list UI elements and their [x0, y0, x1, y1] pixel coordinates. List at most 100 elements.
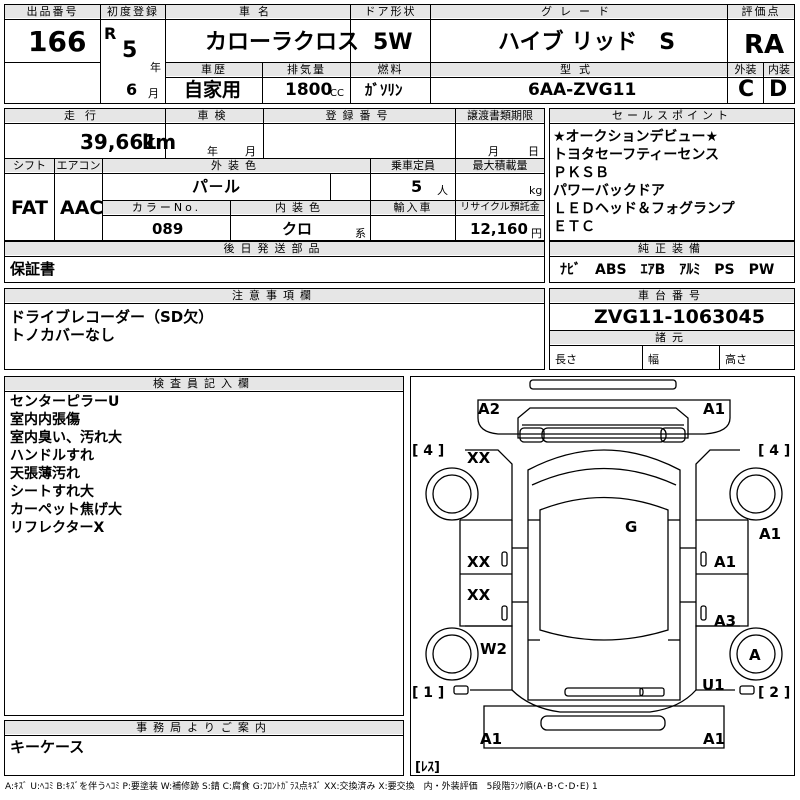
displacement-label: 排気量: [263, 63, 350, 76]
damage-mark: A1: [703, 400, 725, 418]
top-block: [4, 4, 795, 104]
import-label: 輸入車: [371, 201, 455, 214]
sales-points-box: [549, 108, 795, 241]
car-diagram-box: [410, 376, 795, 776]
history: 自家用: [184, 79, 242, 101]
recycle-unit: 円: [531, 227, 542, 240]
damage-mark: A1: [759, 525, 781, 543]
score-label: 評価点: [728, 5, 794, 18]
lot-label: 出品番号: [5, 5, 100, 18]
damage-mark: U1: [702, 676, 725, 694]
office-label: 事務局よりご案内: [5, 721, 403, 734]
history-label: 車歴: [166, 63, 262, 76]
cc-unit: CC: [330, 88, 344, 99]
damage-mark: A1: [480, 730, 502, 748]
damage-mark: A1: [703, 730, 725, 748]
recycle-label: リサイクル預託金: [456, 201, 544, 214]
door-label: ドア形状: [351, 5, 430, 18]
spec-length-label: 長さ: [555, 353, 577, 366]
damage-mark: W2: [480, 640, 507, 658]
score-value: RA: [744, 30, 785, 60]
color-no: 089: [152, 220, 184, 238]
inspector-list: センターピラーU 室内内張傷 室内臭い、汚れ大 ハンドルすれ 天張薄汚れ シート…: [10, 393, 122, 537]
transfer-label: 譲渡書類期限: [456, 109, 544, 122]
reg-month: 6: [126, 80, 138, 99]
legend: A:ｷｽﾞ U:ﾍｺﾐ B:ｷｽﾞを伴うﾍｺﾐ P:要塗装 W:補修跡 S:錆 …: [5, 782, 598, 792]
genuine-equipment-label: 純正装備: [550, 242, 794, 255]
later-parts: 保証書: [10, 260, 56, 278]
genuine-equipment: ﾅﾋﾞ ABS ｴｱB ｱﾙﾐ PS PW: [560, 262, 775, 278]
transfer-day-unit: 日: [528, 145, 539, 158]
first-reg-label: 初度登録: [101, 5, 165, 18]
tire-mark: [ 4 ]: [758, 443, 790, 459]
sales-points-label: セールスポイント: [550, 109, 794, 122]
chassis-label: 車台番号: [550, 289, 794, 302]
sales-point: ＰＫＳＢ: [553, 165, 609, 181]
inspector-item: ハンドルすれ: [10, 448, 94, 464]
max-load-unit: kg: [529, 184, 543, 197]
capacity: 5: [411, 177, 423, 196]
inspection-year-unit: 年: [207, 145, 218, 158]
inspector-item: リフレクターX: [10, 520, 105, 536]
inspector-label: 検査員記入欄: [5, 377, 403, 390]
model-code: 6AA-ZVG11: [528, 80, 637, 100]
mileage-unit: km: [142, 130, 177, 154]
color-no-label: カラーNo.: [103, 201, 230, 214]
damage-mark: A3: [714, 612, 736, 630]
interior-grade: D: [769, 77, 788, 102]
chassis-number: ZVG11-1063045: [594, 306, 765, 328]
vehicle-info-block: [4, 108, 545, 241]
era: R: [104, 24, 117, 43]
aircon-value: AAC: [60, 197, 104, 219]
int-color-label: 内装色: [231, 201, 370, 214]
grade: ハイブ リッド S: [498, 30, 676, 55]
tire-mark: [ 1 ]: [412, 685, 444, 701]
note-item: トノカバーなし: [10, 326, 116, 344]
month-unit: 月: [148, 87, 159, 100]
inspection-month-unit: 月: [245, 145, 256, 158]
fuel-label: 燃料: [351, 63, 430, 76]
damage-mark: XX: [467, 449, 491, 467]
tire-mark: [ 2 ]: [758, 685, 790, 701]
fuel: ｶﾞｿﾘﾝ: [365, 81, 403, 99]
exterior-label: 外装: [728, 63, 763, 76]
sales-point: トヨタセーフティーセンス: [553, 147, 720, 163]
mileage: 39,661: [80, 130, 158, 154]
model-label: 型式: [431, 63, 727, 76]
specs-label: 諸元: [550, 331, 794, 344]
inspector-item: 室内内張傷: [10, 412, 80, 428]
inspector-box: [4, 376, 404, 716]
inspector-item: 天張薄汚れ: [10, 466, 80, 482]
capacity-unit: 人: [437, 184, 448, 197]
lot-number: 166: [28, 25, 87, 58]
damage-mark: A2: [478, 400, 500, 418]
damage-mark: A1: [714, 553, 736, 571]
mileage-label: 走行: [5, 109, 165, 122]
door-type: 5W: [373, 30, 413, 55]
ext-color: パ－ル: [192, 177, 241, 196]
inspector-item: センターピラーU: [10, 394, 120, 410]
int-color-unit: 系: [355, 227, 366, 240]
shift-label: シフト: [5, 159, 54, 172]
car-diagram: A2 A1 XX A1 G XX A1 XX A3 W2 A U1 A1 A1 …: [412, 379, 790, 775]
grade-label: グレード: [431, 5, 727, 18]
reg-year: 5: [122, 38, 138, 63]
car-name: カローラクロス: [205, 30, 360, 55]
recycle-fee: 12,160: [470, 220, 528, 238]
int-color: クロ: [282, 220, 313, 238]
sales-point: ＬＥＤヘッド＆フォグランプ: [553, 201, 735, 217]
spec-height-label: 高さ: [725, 353, 747, 366]
reg-number-label: 登録番号: [264, 109, 455, 122]
damage-mark: G: [625, 518, 637, 536]
tire-mark: [ 4 ]: [412, 443, 444, 459]
damage-mark: XX: [467, 553, 491, 571]
office-note: キーケース: [10, 738, 85, 756]
later-parts-label: 後日発送部品: [5, 242, 544, 255]
inspection-label: 車検: [166, 109, 263, 122]
tire-mark: [ﾚｽ]: [415, 760, 440, 775]
displacement: 1800: [285, 80, 333, 100]
note-item: ドライブレコーダー（SD欠）: [10, 308, 214, 326]
ext-color-label: 外装色: [103, 159, 370, 172]
damage-mark: XX: [467, 586, 491, 604]
inspector-item: カーペット焦げ大: [10, 502, 122, 518]
